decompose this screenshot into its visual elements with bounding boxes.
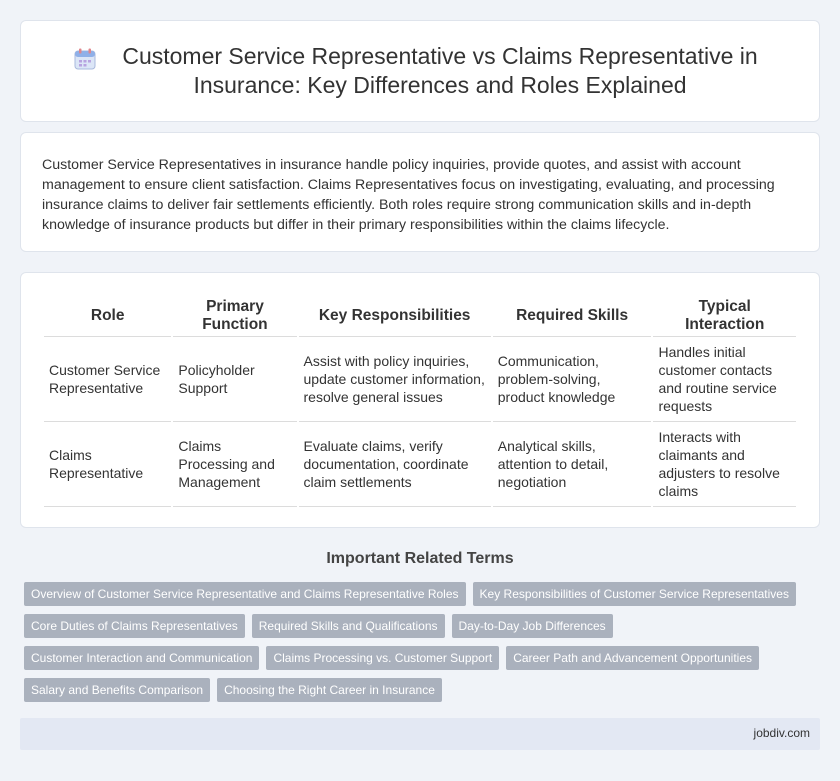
related-term-tag[interactable]: Salary and Benefits Comparison xyxy=(24,678,211,702)
table-row: Customer Service Representative Policyho… xyxy=(44,337,796,422)
table-cell: Communication, problem-solving, product … xyxy=(492,337,652,422)
related-term-tag[interactable]: Required Skills and Qualifications xyxy=(251,614,445,638)
table-cell: Interacts with claimants and adjusters t… xyxy=(653,422,796,507)
table-cell: Policyholder Support xyxy=(173,337,297,422)
comparison-table-card: Role Primary Function Key Responsibiliti… xyxy=(20,272,820,528)
related-term-tag[interactable]: Choosing the Right Career in Insurance xyxy=(217,678,442,702)
table-row: Claims Representative Claims Processing … xyxy=(44,422,796,507)
related-term-tag[interactable]: Core Duties of Claims Representatives xyxy=(24,614,245,638)
column-header-key-responsibilities: Key Responsibilities xyxy=(298,295,491,337)
table-cell: Claims Representative xyxy=(44,422,172,507)
related-term-tag[interactable]: Customer Interaction and Communication xyxy=(24,646,260,670)
column-header-role: Role xyxy=(44,295,172,337)
column-header-required-skills: Required Skills xyxy=(492,295,652,337)
column-header-primary-function: Primary Function xyxy=(173,295,297,337)
calendar-icon xyxy=(74,48,96,70)
related-term-tag[interactable]: Key Responsibilities of Customer Service… xyxy=(472,582,796,606)
related-term-tag[interactable]: Overview of Customer Service Representat… xyxy=(24,582,466,606)
related-terms-list: Overview of Customer Service Representat… xyxy=(24,582,814,702)
related-term-tag[interactable]: Career Path and Advancement Opportunitie… xyxy=(506,646,759,670)
table-cell: Assist with policy inquiries, update cus… xyxy=(298,337,491,422)
header-card: Customer Service Representative vs Claim… xyxy=(20,20,820,122)
related-term-tag[interactable]: Day-to-Day Job Differences xyxy=(451,614,613,638)
intro-card: Customer Service Representatives in insu… xyxy=(20,132,820,252)
intro-paragraph: Customer Service Representatives in insu… xyxy=(42,157,775,233)
page-title: Customer Service Representative vs Claim… xyxy=(122,43,758,98)
table-cell: Evaluate claims, verify documentation, c… xyxy=(298,422,491,507)
footer-site-link[interactable]: jobdiv.com xyxy=(753,726,810,740)
column-header-typical-interaction: Typical Interaction xyxy=(653,295,796,337)
footer: jobdiv.com xyxy=(20,718,820,750)
related-term-tag[interactable]: Claims Processing vs. Customer Support xyxy=(266,646,500,670)
table-cell: Handles initial customer contacts and ro… xyxy=(653,337,796,422)
table-cell: Customer Service Representative xyxy=(44,337,172,422)
comparison-table: Role Primary Function Key Responsibiliti… xyxy=(42,295,798,507)
table-header-row: Role Primary Function Key Responsibiliti… xyxy=(44,295,796,337)
table-cell: Analytical skills, attention to detail, … xyxy=(492,422,652,507)
related-terms-title: Important Related Terms xyxy=(326,550,514,567)
table-cell: Claims Processing and Management xyxy=(173,422,297,507)
